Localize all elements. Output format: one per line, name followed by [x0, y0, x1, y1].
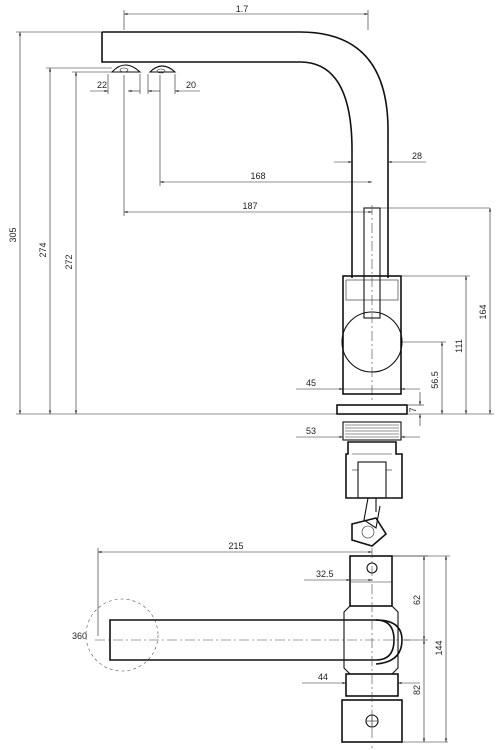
top-view-dimensions: 215 32.5 62 82 144 360 44 — [72, 541, 450, 743]
dim-top-62: 62 — [412, 595, 422, 605]
dim-top-32-5: 32.5 — [316, 569, 334, 579]
dim-reach-168: 168 — [250, 171, 265, 181]
dim-body-height: 164 — [478, 304, 488, 319]
dim-body-diameter: 45 — [306, 378, 316, 388]
dim-lever-center: 56.5 — [430, 371, 440, 389]
dim-top-swivel: 360 — [72, 631, 87, 641]
dim-reach-187: 187 — [242, 201, 257, 211]
side-view-dimensions: 1.7 22 20 28 168 187 305 — [8, 4, 494, 439]
dim-aerator-left: 22 — [97, 80, 107, 90]
dim-top-144: 144 — [434, 640, 444, 655]
dim-top-82: 82 — [412, 685, 422, 695]
dim-spout-reach: 1.7 — [236, 4, 249, 14]
dim-thread: 53 — [306, 426, 316, 436]
supply-hose — [363, 497, 381, 529]
aerator-left — [110, 64, 142, 73]
top-block-upper — [349, 555, 393, 607]
dim-top-44: 44 — [318, 672, 328, 682]
spout-outline — [101, 31, 389, 278]
dim-height-274: 274 — [38, 242, 48, 257]
dim-lever-height: 111 — [454, 339, 464, 353]
side-view — [101, 31, 408, 547]
swivel-arc — [85, 598, 159, 672]
top-view — [85, 548, 410, 748]
dim-total-height: 305 — [8, 227, 18, 242]
base-plate — [336, 404, 408, 415]
dim-base: 7 — [408, 407, 418, 412]
dim-top-reach: 215 — [228, 541, 243, 551]
thread — [342, 421, 402, 441]
fixing-nut — [345, 441, 403, 499]
dim-height-272: 272 — [64, 254, 74, 269]
dim-aerator-right: 20 — [186, 80, 196, 90]
dim-body-width-top: 28 — [412, 151, 422, 161]
aerator-right — [148, 65, 177, 73]
